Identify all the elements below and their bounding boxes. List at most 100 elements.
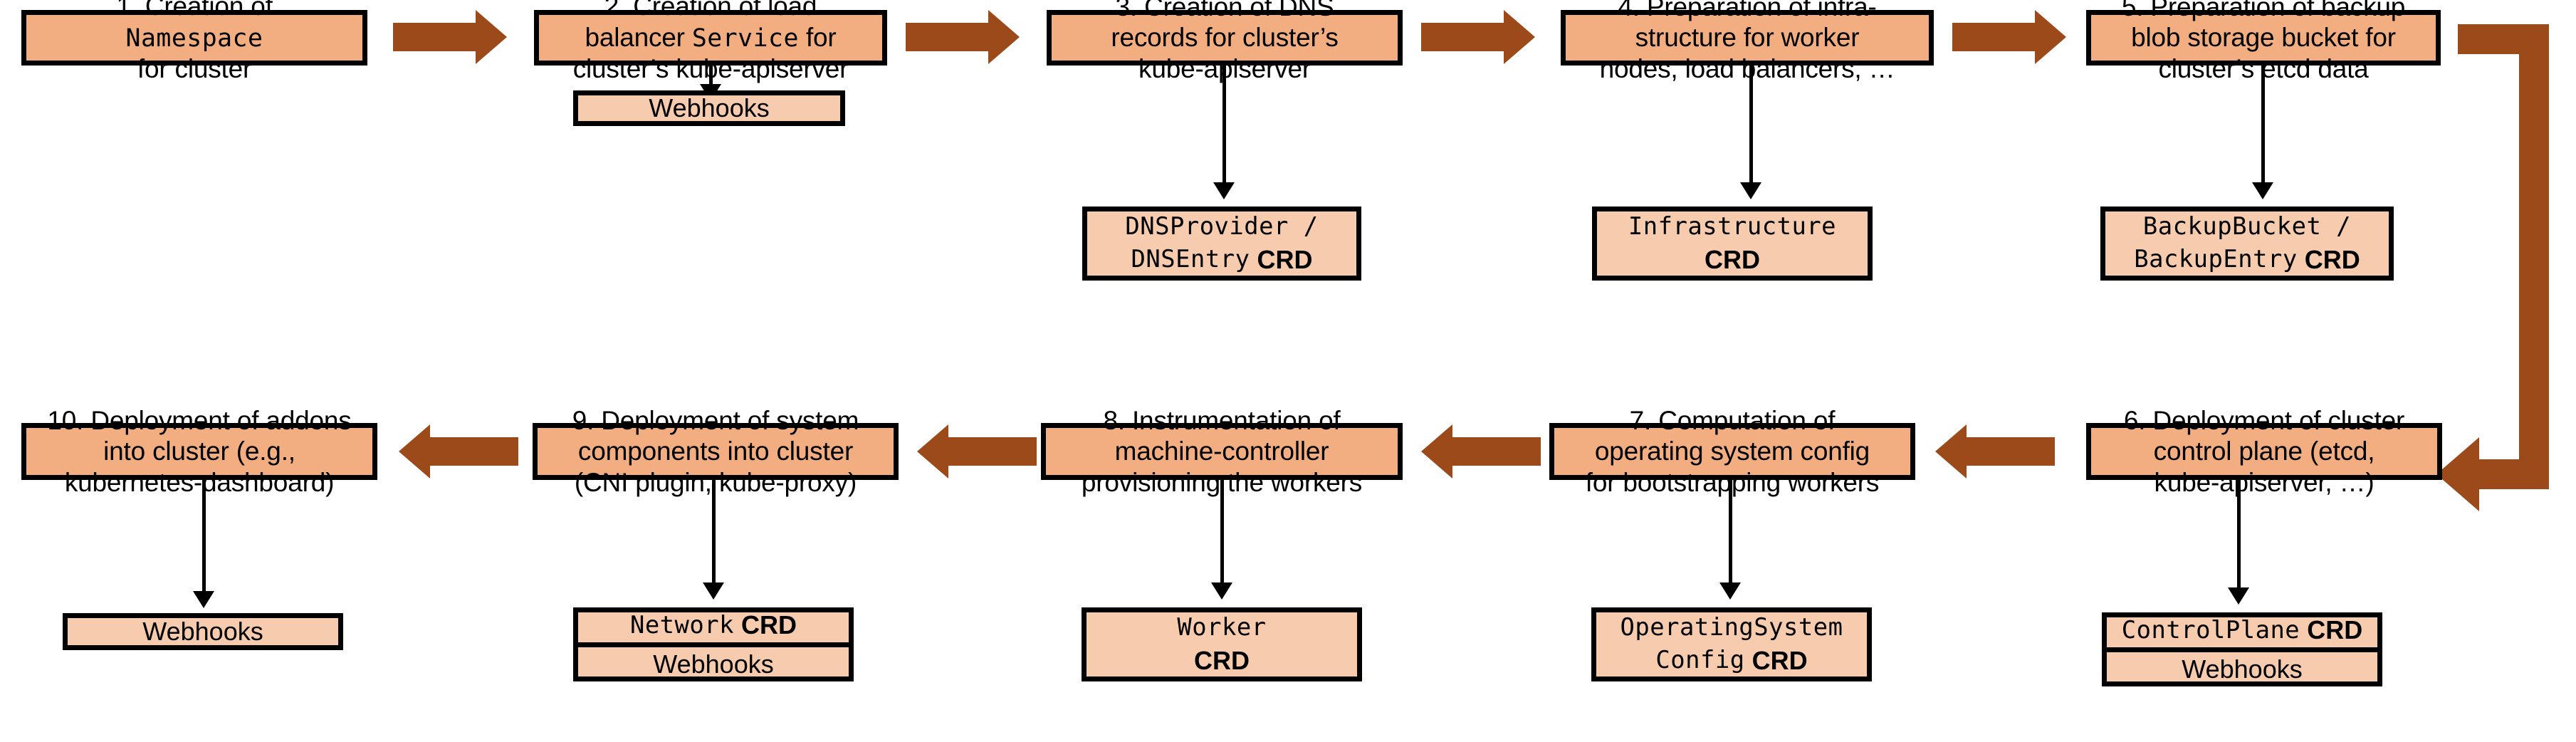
- arrow-step6-to-step7: [1935, 424, 2055, 479]
- elbow-segment-vertical-step5-to-step6: [2519, 24, 2549, 474]
- step-1-line-2: Namespace: [125, 23, 263, 53]
- step-10-line-2: into cluster (e.g.,: [103, 437, 295, 466]
- sub-box-step9-network-crd[interactable]: Network CRD Webhooks: [573, 607, 854, 681]
- step-7-line-3: for bootstrapping workers: [1585, 467, 1880, 497]
- sub-label-webhooks: Webhooks: [649, 93, 770, 123]
- connector-step7-arrowhead: [1719, 582, 1741, 600]
- sub-label-step6-webhooks: Webhooks: [2182, 654, 2303, 684]
- sub-label-network: Network: [629, 610, 735, 639]
- step-5-line-2: blob storage bucket for: [2131, 23, 2396, 53]
- step-10-line-3: kubernetes-dashboard): [64, 467, 335, 497]
- sub-label-dnsentry-crd: CRD: [1257, 244, 1313, 274]
- arrow-step7-to-step8: [1421, 424, 1541, 479]
- step-2-line-1: 2. Creation of load: [604, 0, 817, 21]
- sub-label-step10-webhooks: Webhooks: [142, 617, 263, 647]
- step-1-line-3: for cluster: [137, 54, 252, 84]
- step-10-line-1: 10. Deployment of addons: [47, 405, 352, 435]
- sub-label-network-crd: CRD: [741, 610, 797, 640]
- step-8-line-2: machine-controller: [1114, 437, 1329, 466]
- sub-box-step7-osc-crd[interactable]: OperatingSystem Config CRD: [1591, 607, 1872, 681]
- step-box-3[interactable]: 3. Creation of DNS records for cluster’s…: [1047, 0, 1403, 83]
- connector-step7-to-sub: [1729, 480, 1732, 585]
- sub-row-dnsentry: DNSEntry CRD: [1087, 243, 1356, 276]
- step-4-line-1: 4. Preparation of infra-: [1618, 0, 1877, 21]
- step-1-line-1: 1. Creation of: [116, 0, 273, 21]
- step-3-line-1: 3. Creation of DNS: [1115, 0, 1334, 21]
- step-2-line-2c: for: [798, 22, 837, 52]
- step-box-6[interactable]: 6. Deployment of cluster control plane (…: [2086, 406, 2442, 497]
- sub-box-step2-webhooks[interactable]: Webhooks: [573, 90, 845, 126]
- step-7-line-1: 7. Computation of: [1629, 405, 1836, 435]
- sub-row-dnsprovider: DNSProvider /: [1087, 211, 1356, 243]
- sub-label-config-crd: CRD: [1752, 645, 1808, 675]
- sub-label-config: Config: [1655, 646, 1745, 674]
- sub-row-step9-webhooks: Webhooks: [578, 642, 849, 681]
- sub-label-dnsprovider: DNSProvider /: [1125, 212, 1319, 241]
- sub-row-infrastructure-crd: CRD: [1597, 243, 1868, 276]
- sub-row-infrastructure: Infrastructure: [1597, 211, 1868, 243]
- step-box-2[interactable]: 2. Creation of load balancer Service for…: [534, 0, 887, 83]
- arrow-step4-to-step5: [1952, 10, 2066, 64]
- step-box-4[interactable]: 4. Preparation of infra- structure for w…: [1561, 0, 1934, 83]
- connector-step4-to-sub: [1749, 66, 1753, 185]
- arrow-step1-to-step2: [393, 10, 507, 64]
- elbow-segment-horizontal-into-step6: [2479, 459, 2549, 489]
- sub-label-infrastructure: Infrastructure: [1628, 212, 1837, 241]
- connector-step8-arrowhead: [1211, 582, 1232, 600]
- sub-row-backupbucket: BackupBucket /: [2105, 211, 2389, 243]
- step-2-line-2a: balancer: [585, 22, 692, 52]
- step-box-1[interactable]: 1. Creation of Namespace for cluster: [21, 0, 367, 83]
- step-6-line-1: 6. Deployment of cluster: [2123, 405, 2405, 435]
- arrow-step9-to-step10: [399, 424, 518, 479]
- sub-box-step5-backup-crd[interactable]: BackupBucket / BackupEntry CRD: [2100, 207, 2394, 281]
- connector-step3-to-sub: [1222, 66, 1226, 185]
- connector-step6-arrowhead: [2228, 587, 2249, 605]
- step-2-line-2b: Service: [691, 23, 799, 53]
- step-8-line-1: 8. Instrumentation of: [1103, 405, 1341, 435]
- step-box-8[interactable]: 8. Instrumentation of machine-controller…: [1041, 406, 1403, 497]
- sub-box-step10-webhooks[interactable]: Webhooks: [63, 613, 343, 650]
- step-7-line-2: operating system config: [1594, 437, 1870, 466]
- sub-row-step6-webhooks: Webhooks: [2107, 647, 2377, 686]
- step-9-line-1: 9. Deployment of system: [572, 405, 859, 435]
- step-box-10[interactable]: 10. Deployment of addons into cluster (e…: [21, 406, 377, 497]
- connector-step2-to-sub: [709, 66, 713, 87]
- connector-step5-arrowhead: [2252, 182, 2273, 199]
- step-9-line-3: (CNI plugin, kube-proxy): [574, 467, 857, 497]
- sub-label-backupentry-crd: CRD: [2304, 244, 2360, 274]
- arrow-step2-to-step3: [906, 10, 1020, 64]
- sub-label-operatingsystem: OperatingSystem: [1620, 613, 1843, 642]
- sub-row-controlplane-crd: ControlPlane CRD: [2107, 613, 2377, 647]
- sub-label-worker: Worker: [1177, 613, 1267, 642]
- sub-box-step8-worker-crd[interactable]: Worker CRD: [1082, 607, 1362, 681]
- arrow-step8-to-step9: [917, 424, 1037, 479]
- sub-box-step3-dns-crd[interactable]: DNSProvider / DNSEntry CRD: [1082, 207, 1361, 281]
- sub-row-operatingsystem: OperatingSystem: [1596, 612, 1867, 644]
- sub-row-backupentry: BackupEntry CRD: [2105, 243, 2389, 276]
- sub-label-worker-crd: CRD: [1194, 645, 1250, 675]
- step-4-line-3: nodes, load balancers, …: [1599, 53, 1895, 83]
- arrow-step3-to-step4: [1421, 10, 1535, 64]
- step-6-line-2: control plane (etcd,: [2153, 437, 2375, 466]
- sub-row-worker: Worker: [1087, 612, 1357, 644]
- sub-row-webhooks: Webhooks: [578, 91, 840, 125]
- step-4-line-2: structure for worker: [1635, 23, 1860, 53]
- connector-step8-to-sub: [1220, 480, 1224, 585]
- sub-label-backupentry: BackupEntry: [2134, 245, 2298, 273]
- sub-box-step4-infrastructure-crd[interactable]: Infrastructure CRD: [1592, 207, 1873, 281]
- step-5-line-1: 5. Preparation of backup: [2121, 0, 2406, 21]
- sub-label-infrastructure-crd: CRD: [1705, 244, 1760, 274]
- step-box-9[interactable]: 9. Deployment of system components into …: [533, 406, 899, 497]
- connector-step5-to-sub: [2261, 66, 2265, 185]
- sub-row-worker-crd: CRD: [1087, 644, 1357, 677]
- sub-label-controlplane-crd: CRD: [2307, 615, 2363, 645]
- connector-step10-arrowhead: [193, 591, 214, 608]
- step-box-5[interactable]: 5. Preparation of backup blob storage bu…: [2086, 0, 2441, 83]
- sub-row-network-crd: Network CRD: [578, 608, 849, 642]
- connector-step3-arrowhead: [1213, 182, 1235, 199]
- step-box-7[interactable]: 7. Computation of operating system confi…: [1549, 406, 1915, 497]
- step-3-line-2: records for cluster’s: [1111, 23, 1339, 53]
- sub-box-step6-controlplane-crd[interactable]: ControlPlane CRD Webhooks: [2102, 612, 2382, 686]
- sub-label-dnsentry: DNSEntry: [1131, 245, 1250, 273]
